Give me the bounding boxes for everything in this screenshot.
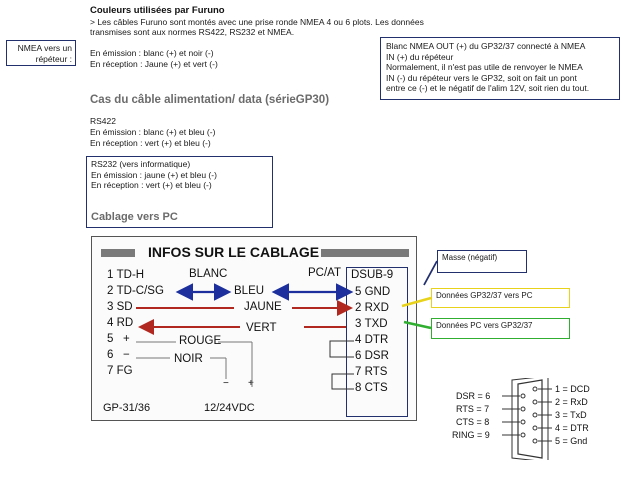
db9-pinout: DSR = 6 RTS = 7 CTS = 8 RING = 9 1 = DCD… xyxy=(438,378,626,460)
wire-label-blanc: BLANC xyxy=(189,268,228,280)
rs422-emission: En émission : blanc (+) et bleu (-) xyxy=(90,127,216,137)
nmea-label-box: NMEA vers un répéteur : xyxy=(6,40,76,66)
model-label: GP-31/36 xyxy=(103,402,151,414)
power-plus-label: + xyxy=(248,378,254,389)
db9-connector-svg xyxy=(502,378,552,460)
left-pin-7: 7 FG xyxy=(107,365,133,377)
left-pin-3: 3 SD xyxy=(107,301,133,313)
callout-connectors xyxy=(401,260,438,330)
rs232-emission: En émission : jaune (+) et bleu (-) xyxy=(91,169,217,180)
pc-at-label: PC/AT xyxy=(308,267,342,279)
bridge-dtr-dsr xyxy=(329,340,354,358)
left-pin-6: 6 − xyxy=(107,349,130,361)
db9-left-6: DSR = 6 xyxy=(456,391,491,401)
dsub-pin-list: 5 GND 2 RXD 3 TXD 4 DTR 6 DSR 7 RTS 8 CT… xyxy=(355,286,390,398)
left-pin-list: 1 TD-H 2 TD-C/SG 3 SD 4 RD 5 + 6 − 7 FG xyxy=(107,269,164,381)
wire-label-rouge: ROUGE xyxy=(179,335,222,347)
callout-gp-to-pc: Données GP32/37 vers PC xyxy=(431,288,570,308)
rs422-title: RS422 xyxy=(90,116,116,126)
left-pin-2: 2 TD-C/SG xyxy=(107,285,164,297)
nmea-note-line-5: entre ce (-) et le négatif de l'alim 12V… xyxy=(386,83,590,93)
wire-label-bleu: BLEU xyxy=(234,285,265,297)
dsub-box: DSUB-9 5 GND 2 RXD 3 TXD 4 DTR 6 DSR 7 R… xyxy=(346,267,408,417)
cabling-panel: INFOS SUR LE CABLAGE 1 TD-H 2 TD-C/SG 3 … xyxy=(91,236,417,421)
nmea-reception: En réception : Jaune (+) et vert (-) xyxy=(90,59,218,69)
db9-right-1: 1 = DCD xyxy=(555,384,590,394)
dsub-pin-txd: 3 TXD xyxy=(355,318,388,330)
panel-title: INFOS SUR LE CABLAGE xyxy=(148,244,320,260)
wire-label-noir: NOIR xyxy=(174,353,203,365)
dsub-pin-cts: 8 CTS xyxy=(355,382,388,394)
callout-masse: Masse (négatif) xyxy=(437,250,527,273)
page-title: Couleurs utilisées par Furuno xyxy=(90,5,225,16)
connector-masse xyxy=(423,260,438,286)
wiring-svg xyxy=(136,283,354,390)
connector-green xyxy=(403,320,432,330)
nmea-note-line-1: Blanc NMEA OUT (+) du GP32/37 connecté à… xyxy=(386,41,586,51)
left-pin-5: 5 + xyxy=(107,333,130,345)
cabling-title: Cablage vers PC xyxy=(91,210,178,223)
dsub-pin-dtr: 4 DTR xyxy=(355,334,389,346)
db9-shell-outer xyxy=(511,378,549,460)
left-pin-4: 4 RD xyxy=(107,317,134,329)
connector-yellow xyxy=(401,296,432,308)
rs232-box: RS232 (vers informatique) En émission : … xyxy=(86,156,273,228)
nmea-label-line-2: répéteur : xyxy=(35,53,72,64)
db9-left-8: CTS = 8 xyxy=(456,417,490,427)
db9-shell-inner xyxy=(517,379,543,459)
rs232-reception: En réception : vert (+) et bleu (-) xyxy=(91,180,212,190)
db9-right-4: 4 = DTR xyxy=(555,423,589,433)
title-bar-left xyxy=(101,249,135,257)
dsub-pin-dsr: 6 DSR xyxy=(355,350,389,362)
left-pin-1: 1 TD-H xyxy=(107,269,145,281)
title-bar-right xyxy=(321,249,409,257)
callout-pc-to-gp: Données PC vers GP32/37 xyxy=(431,318,570,339)
bridge-rts-cts xyxy=(331,373,354,390)
nmea-note-line-4: IN (-) du répéteur vers le GP32, soit on… xyxy=(386,72,577,83)
intro-line-1: > Les câbles Furuno sont montés avec une… xyxy=(90,17,424,27)
rs422-reception: En réception : vert (+) et bleu (-) xyxy=(90,138,211,148)
voltage-label: 12/24VDC xyxy=(204,402,255,414)
nmea-note-line-2: IN (+) du répéteur xyxy=(386,51,454,62)
dsub-title: DSUB-9 xyxy=(351,269,394,281)
db9-right-5: 5 = Gnd xyxy=(555,436,588,446)
db9-left-7: RTS = 7 xyxy=(456,404,490,414)
dsub-pin-rxd: 2 RXD xyxy=(355,302,389,314)
db9-left-9: RING = 9 xyxy=(452,430,490,440)
db9-right-2: 2 = RxD xyxy=(555,397,588,407)
rs232-title: RS232 (vers informatique) xyxy=(91,159,191,169)
intro-line-2: transmises sont aux normes RS422, RS232 … xyxy=(90,27,295,37)
power-section-title: Cas du câble alimentation/ data (sérieGP… xyxy=(90,94,330,106)
dsub-pin-gnd: 5 GND xyxy=(355,286,391,298)
nmea-label-line-1: NMEA vers un xyxy=(17,43,72,53)
power-minus-label: − xyxy=(223,378,229,389)
wire-label-jaune: JAUNE xyxy=(244,301,282,313)
nmea-note-line-3: Normalement, il n'est pas utile de renvo… xyxy=(386,62,583,72)
dsub-pin-rts: 7 RTS xyxy=(355,366,388,378)
nmea-note-box: Blanc NMEA OUT (+) du GP32/37 connecté à… xyxy=(380,37,620,100)
db9-right-3: 3 = TxD xyxy=(555,410,587,420)
wire-label-vert: VERT xyxy=(246,322,277,334)
nmea-emission: En émission : blanc (+) et noir (-) xyxy=(90,48,214,58)
